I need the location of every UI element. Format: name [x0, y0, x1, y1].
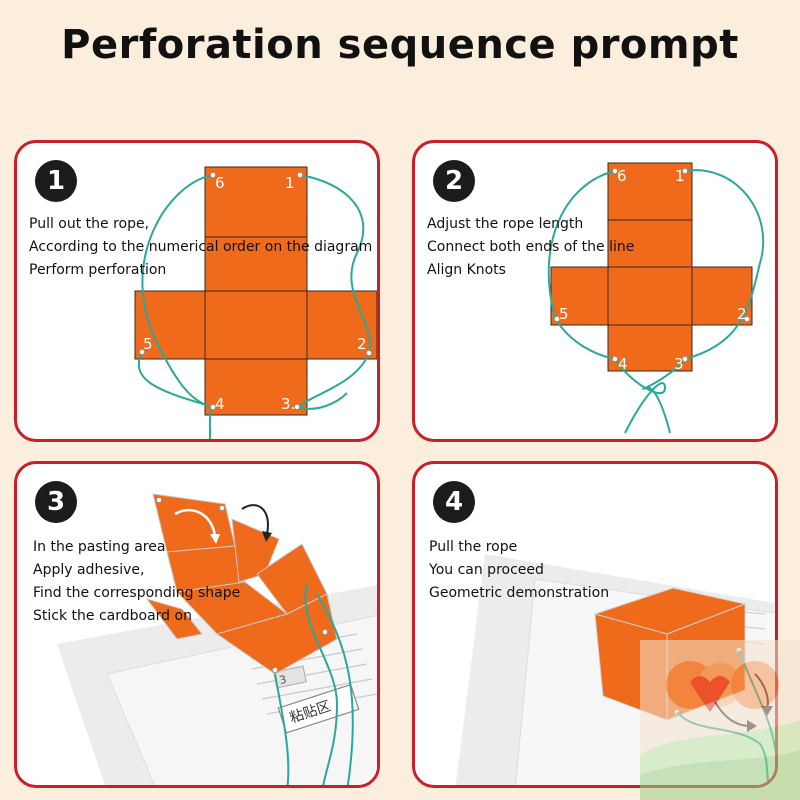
hole-label: 5: [143, 335, 153, 353]
step-instructions: In the pasting area Apply adhesive, Find…: [33, 539, 241, 624]
hole-label: 1: [285, 174, 295, 192]
net-face-left: [134, 290, 206, 360]
step-instructions: Pull out the rope, According to the nume…: [29, 216, 373, 278]
step-3-pasting-illustration: 3 粘贴区: [57, 493, 377, 785]
net-face-bottom: [204, 358, 308, 416]
hole-label: 1: [675, 167, 685, 185]
step-1-net-diagram: 6 1 5 2 4 3.: [134, 166, 377, 439]
net-face-top: [204, 166, 308, 292]
svg-text:3: 3: [278, 673, 288, 687]
hole-label: 2: [357, 335, 367, 353]
hole-label: 3: [674, 355, 684, 373]
hole-label: 3.: [281, 395, 295, 413]
hole-label: 4: [618, 355, 628, 373]
net-face-center: [204, 290, 308, 360]
step-instructions: Pull the rope You can proceed Geometric …: [429, 539, 610, 601]
net-face-center: [607, 266, 693, 326]
step-2-net-diagram: 6 1 5 2 4 3: [547, 162, 765, 434]
step-2-panel: 6 1 5 2 4 3 2 Adjust the rope length Con…: [412, 140, 778, 442]
net-face-left: [550, 266, 609, 326]
hole-label: 4: [215, 395, 225, 413]
net-face-bottom: [607, 324, 693, 372]
step-1-panel: 6 1 5 2 4 3. 1 Pull out the rope, Accord…: [14, 140, 380, 442]
step-number-badge: 3: [35, 481, 77, 523]
step-number-badge: 2: [433, 160, 475, 202]
hole-label: 2: [737, 305, 747, 323]
net-face-top: [607, 162, 693, 268]
step-instructions: Adjust the rope length Connect both ends…: [427, 216, 635, 278]
net-face-right: [691, 266, 753, 326]
step-3-panel: 3 粘贴区 3 In the pasting area Apply adhesi…: [14, 461, 380, 788]
hole-label: 6: [215, 174, 225, 192]
step-number-badge: 1: [35, 160, 77, 202]
page-title: Perforation sequence prompt: [61, 22, 739, 68]
step-number-badge: 4: [433, 481, 475, 523]
hole-label: 6: [617, 167, 627, 185]
watermark-logo: [640, 640, 800, 800]
hole-label: 5: [559, 305, 569, 323]
